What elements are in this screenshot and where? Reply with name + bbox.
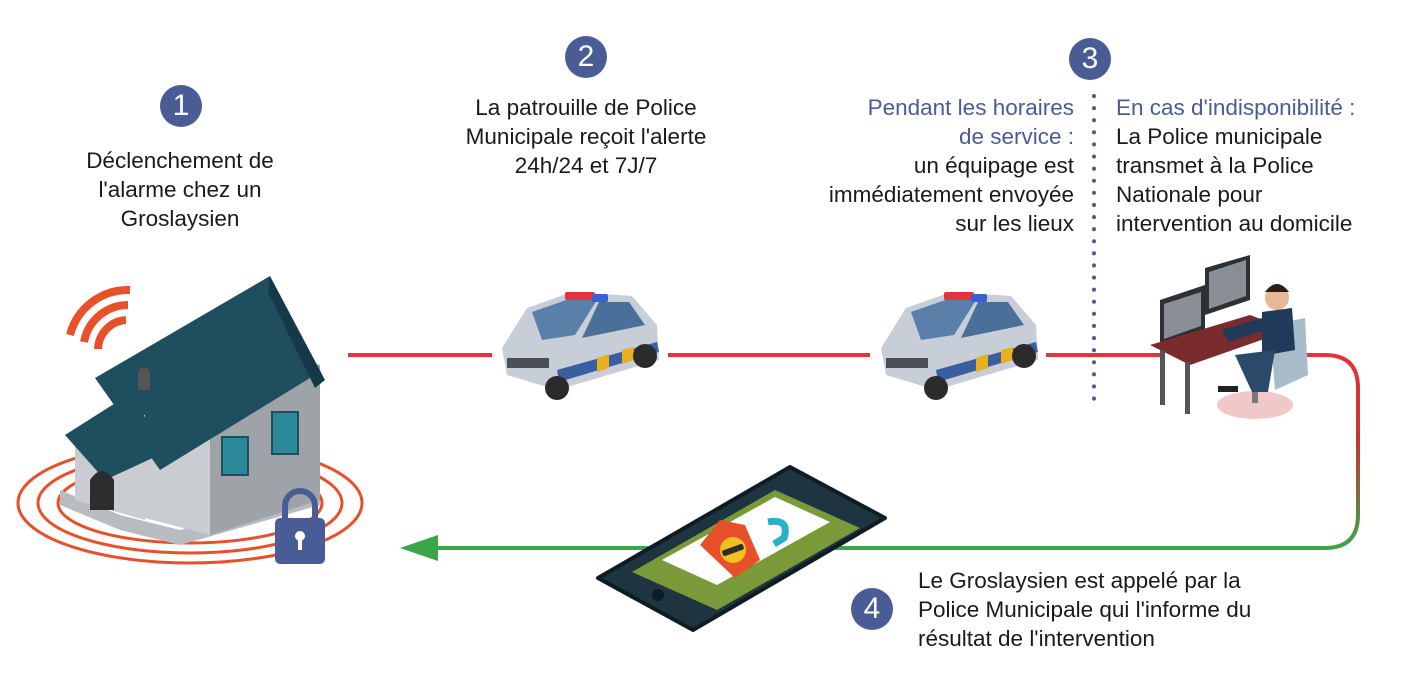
police-car-icon [502,292,659,400]
step-3-on-duty-heading: Pendant les horaires [867,95,1074,120]
police-car-icon [881,292,1038,400]
step-2-line: La patrouille de Police [475,95,697,120]
step-3-unavailable-line: Nationale pour [1116,182,1263,207]
smartphone-icon [596,465,887,632]
step-4-line: Police Municipale qui l'informe du [918,597,1252,622]
return-arrowhead [400,535,438,561]
step-1-description: Déclenchement de l'alarme chez un Grosla… [55,146,305,233]
step-4-line: résultat de l'intervention [918,626,1155,651]
step-3-on-duty-line: immédiatement envoyée [828,182,1074,207]
step-3-unavailable-line: intervention au domicile [1116,211,1353,236]
step-1-line: l'alarme chez un [98,177,262,202]
step-2-line: Municipale reçoit l'alerte [465,124,707,149]
operator-desk-icon [1150,255,1308,419]
step-3-on-duty-heading: de service : [958,124,1074,149]
step-4-badge: 4 [851,588,893,630]
step-3-unavailable-line: La Police municipale [1116,124,1323,149]
step-1-badge: 1 [160,85,202,127]
step-1-line: Groslaysien [120,206,240,231]
step-3-on-duty-line: un équipage est [913,153,1074,178]
step-3-unavailable: En cas d'indisponibilité : La Police mun… [1116,93,1412,238]
step-4-description: Le Groslaysien est appelé par la Police … [918,566,1338,653]
step-3-unavailable-heading: En cas d'indisponibilité : [1116,95,1356,120]
step-3-on-duty: Pendant les horaires de service : un équ… [740,93,1074,238]
step-2-description: La patrouille de Police Municipale reçoi… [430,93,742,180]
step-3-unavailable-line: transmet à la Police [1116,153,1314,178]
house-alarm-icon [16,276,364,565]
step-2-line: 24h/24 et 7J/7 [514,153,658,178]
padlock-icon [275,488,325,564]
step-2-badge: 2 [565,36,607,78]
step-1-line: Déclenchement de [86,148,274,173]
step-4-line: Le Groslaysien est appelé par la [918,568,1241,593]
return-curve [880,353,1360,550]
step-3-on-duty-line: sur les lieux [955,211,1074,236]
step-3-badge: 3 [1069,38,1111,80]
